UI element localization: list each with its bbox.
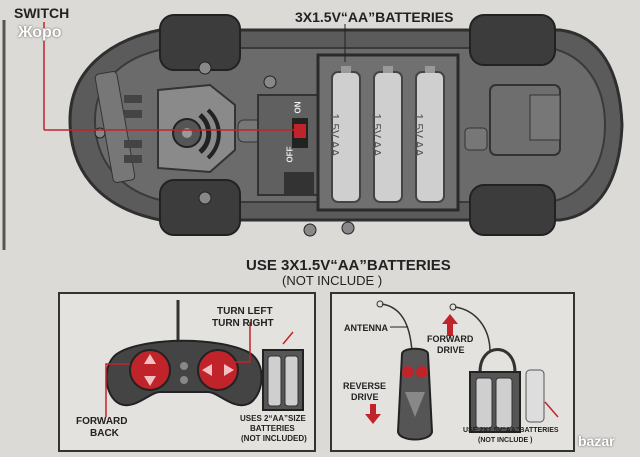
uses-line3: (NOT INCLUDED) xyxy=(241,434,307,443)
battery-label-2: 1.5V AA xyxy=(369,113,384,157)
turn-right-label: TURN RIGHT xyxy=(212,318,274,329)
battery-label-3: 1.5V AA xyxy=(411,113,426,157)
watermark-bottom: bazar xyxy=(578,433,615,449)
battery-group xyxy=(331,66,445,203)
battery-label-1: 1.5V AA xyxy=(327,113,342,157)
drive-diagram-panel xyxy=(330,292,575,452)
forward-drive-label-2: DRIVE xyxy=(437,345,465,355)
remote-diagram-panel xyxy=(58,292,316,452)
reverse-drive-label-2: DRIVE xyxy=(351,392,379,402)
turn-left-label: TURN LEFT xyxy=(217,306,273,317)
watermark-top: Жоро xyxy=(18,24,62,41)
antenna-label: ANTENNA xyxy=(344,323,388,333)
forward-label: FORWARD xyxy=(76,416,128,427)
switch-label: SWITCH xyxy=(14,5,70,21)
back-label: BACK xyxy=(90,428,119,439)
switch-off-label: OFF xyxy=(285,146,295,163)
batteries-label: 3X1.5V“AA”BATTERIES xyxy=(295,9,454,25)
car-diagram xyxy=(2,14,624,250)
uses-line1: USES 2“AA”SIZE xyxy=(240,414,306,423)
uses-line2: BATTERIES xyxy=(250,424,295,433)
use-batteries-line2: (NOT INCLUDE ) xyxy=(478,437,533,444)
use-batteries-line1: USE 2X1.5V“AA”BATTERIES xyxy=(463,427,559,434)
use-batteries-label: USE 3X1.5V“AA”BATTERIES xyxy=(246,257,451,274)
reverse-drive-label-1: REVERSE xyxy=(343,381,387,391)
forward-drive-label-1: FORWARD xyxy=(427,334,474,344)
switch-on-label: ON xyxy=(293,101,303,114)
not-include-label: (NOT INCLUDE ) xyxy=(282,273,383,288)
